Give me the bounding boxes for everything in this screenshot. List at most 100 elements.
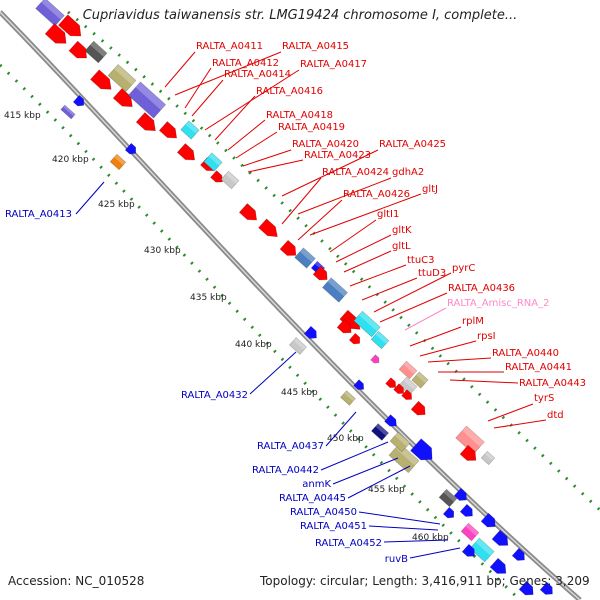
gene-feature[interactable] (371, 423, 389, 441)
gene-arrow[interactable] (72, 94, 86, 108)
gene-feature[interactable] (289, 337, 307, 355)
reverse-gene-label[interactable]: RALTA_A0437 (257, 441, 324, 452)
gene-feature[interactable] (220, 170, 240, 190)
gene-feature[interactable] (109, 153, 127, 171)
gene-arrow[interactable] (511, 547, 528, 563)
forward-gene-label[interactable]: RALTA_A0441 (505, 362, 572, 373)
gene-arrow[interactable] (68, 40, 91, 63)
gene-arrow[interactable] (461, 543, 478, 559)
gene-arrow[interactable] (401, 389, 415, 403)
gene-feature[interactable] (370, 330, 390, 350)
forward-gene-label[interactable]: RALTA_A0420 (292, 139, 359, 150)
forward-gene-label[interactable]: gltJ (422, 184, 438, 195)
gene-feature[interactable] (353, 310, 381, 338)
gene-arrow[interactable] (135, 112, 160, 135)
gene-feature[interactable] (398, 376, 418, 396)
forward-gene-label[interactable]: ttuD3 (418, 268, 446, 279)
gene-arrow[interactable] (279, 239, 300, 260)
forward-gene-label[interactable]: rpsI (477, 331, 496, 342)
gene-feature[interactable] (294, 247, 316, 269)
gene-arrow[interactable] (124, 142, 138, 156)
reverse-gene-label[interactable]: anmK (302, 479, 331, 490)
gene-arrow[interactable] (393, 383, 407, 397)
gene-arrow[interactable] (258, 218, 282, 241)
forward-gene-label[interactable]: RALTA_A0423 (304, 150, 371, 161)
forward-gene-label[interactable]: RALTA_A0412 (212, 58, 279, 69)
forward-gene-label[interactable]: RALTA_A0436 (448, 283, 515, 294)
forward-gene-label[interactable]: gdhA2 (392, 167, 424, 178)
gene-feature[interactable] (84, 40, 108, 64)
gene-arrow[interactable] (459, 503, 476, 519)
forward-gene-label[interactable]: gltL (392, 241, 411, 252)
forward-gene-label[interactable]: pyrC (452, 263, 475, 274)
gene-feature[interactable] (340, 390, 356, 406)
gene-arrow[interactable] (518, 580, 537, 599)
reverse-gene-label[interactable]: RALTA_A0445 (279, 493, 346, 504)
gene-feature[interactable] (60, 104, 76, 120)
gene-feature[interactable] (389, 431, 411, 453)
gene-feature[interactable] (180, 120, 200, 140)
gene-feature[interactable] (480, 450, 496, 466)
gene-arrow[interactable] (303, 325, 320, 341)
forward-gene-label[interactable]: RALTA_A0440 (492, 348, 559, 359)
gene-feature[interactable] (127, 81, 167, 119)
gene-feature[interactable] (35, 0, 65, 27)
gene-arrow[interactable] (353, 379, 367, 393)
forward-gene-label[interactable]: RALTA_A0417 (300, 59, 367, 70)
gene-feature[interactable] (411, 371, 429, 389)
gene-arrow[interactable] (44, 23, 71, 48)
gene-arrow[interactable] (90, 69, 115, 94)
gene-arrow[interactable] (459, 444, 480, 465)
reverse-gene-label[interactable]: RALTA_A0413 (5, 209, 72, 220)
gene-arrow[interactable] (442, 506, 456, 520)
forward-gene-label[interactable]: RALTA_A0414 (224, 69, 291, 80)
reverse-gene-label[interactable]: ruvB (385, 554, 408, 565)
forward-gene-label[interactable]: RALTA_A0425 (379, 139, 446, 150)
reverse-gene-label[interactable]: RALTA_A0442 (252, 465, 319, 476)
forward-gene-label[interactable]: gltI1 (377, 209, 399, 220)
forward-gene-label[interactable]: tyrS (534, 393, 554, 404)
gene-arrow[interactable] (410, 400, 429, 419)
reverse-gene-label[interactable]: RALTA_A0451 (300, 521, 367, 532)
gene-arrow[interactable] (489, 557, 510, 578)
gene-arrow[interactable] (384, 414, 400, 430)
forward-gene-label[interactable]: ttuC3 (407, 255, 435, 266)
gene-feature[interactable] (455, 425, 485, 455)
gene-feature[interactable] (322, 277, 348, 303)
gene-arrow[interactable] (348, 332, 362, 346)
forward-gene-label[interactable]: gltK (392, 225, 412, 236)
gene-arrow[interactable] (410, 438, 437, 466)
gene-feature[interactable] (107, 63, 137, 93)
gene-feature[interactable] (438, 488, 458, 508)
forward-gene-label[interactable]: rplM (462, 316, 484, 327)
forward-gene-label[interactable]: RALTA_A0415 (282, 41, 349, 52)
reverse-gene-label[interactable]: RALTA_A0432 (181, 390, 248, 401)
gene-arrow[interactable] (158, 121, 180, 143)
gene-arrow[interactable] (453, 487, 470, 503)
gene-feature[interactable] (460, 522, 480, 542)
forward-gene-label[interactable]: RALTA_Amisc_RNA_2 (447, 298, 549, 309)
reverse-gene-label[interactable]: RALTA_A0450 (290, 507, 357, 518)
forward-gene-label[interactable]: RALTA_A0411 (196, 41, 263, 52)
gene-feature[interactable] (398, 360, 418, 380)
forward-gene-label[interactable]: RALTA_A0443 (519, 378, 586, 389)
reverse-gene-label[interactable]: RALTA_A0452 (315, 538, 382, 549)
gene-arrow[interactable] (176, 143, 198, 165)
forward-gene-label[interactable]: RALTA_A0416 (256, 86, 323, 97)
gene-feature[interactable] (203, 152, 223, 172)
gene-arrow[interactable] (238, 203, 260, 225)
gene-arrow[interactable] (480, 512, 499, 531)
gene-arrow[interactable] (312, 265, 331, 284)
gene-arrow[interactable] (57, 14, 85, 41)
gene-arrow[interactable] (210, 170, 226, 186)
gene-feature[interactable] (469, 537, 495, 563)
forward-gene-label[interactable]: RALTA_A0419 (278, 122, 345, 133)
gene-arrow[interactable] (539, 581, 556, 597)
gene-arrow[interactable] (491, 529, 512, 550)
forward-gene-label[interactable]: RALTA_A0418 (266, 110, 333, 121)
forward-gene-label[interactable]: RALTA_A0424 (322, 167, 389, 178)
gene-arrow[interactable] (336, 318, 355, 337)
gene-arrow[interactable] (385, 377, 399, 391)
gene-arrow[interactable] (370, 354, 382, 366)
forward-gene-label[interactable]: RALTA_A0426 (343, 189, 410, 200)
